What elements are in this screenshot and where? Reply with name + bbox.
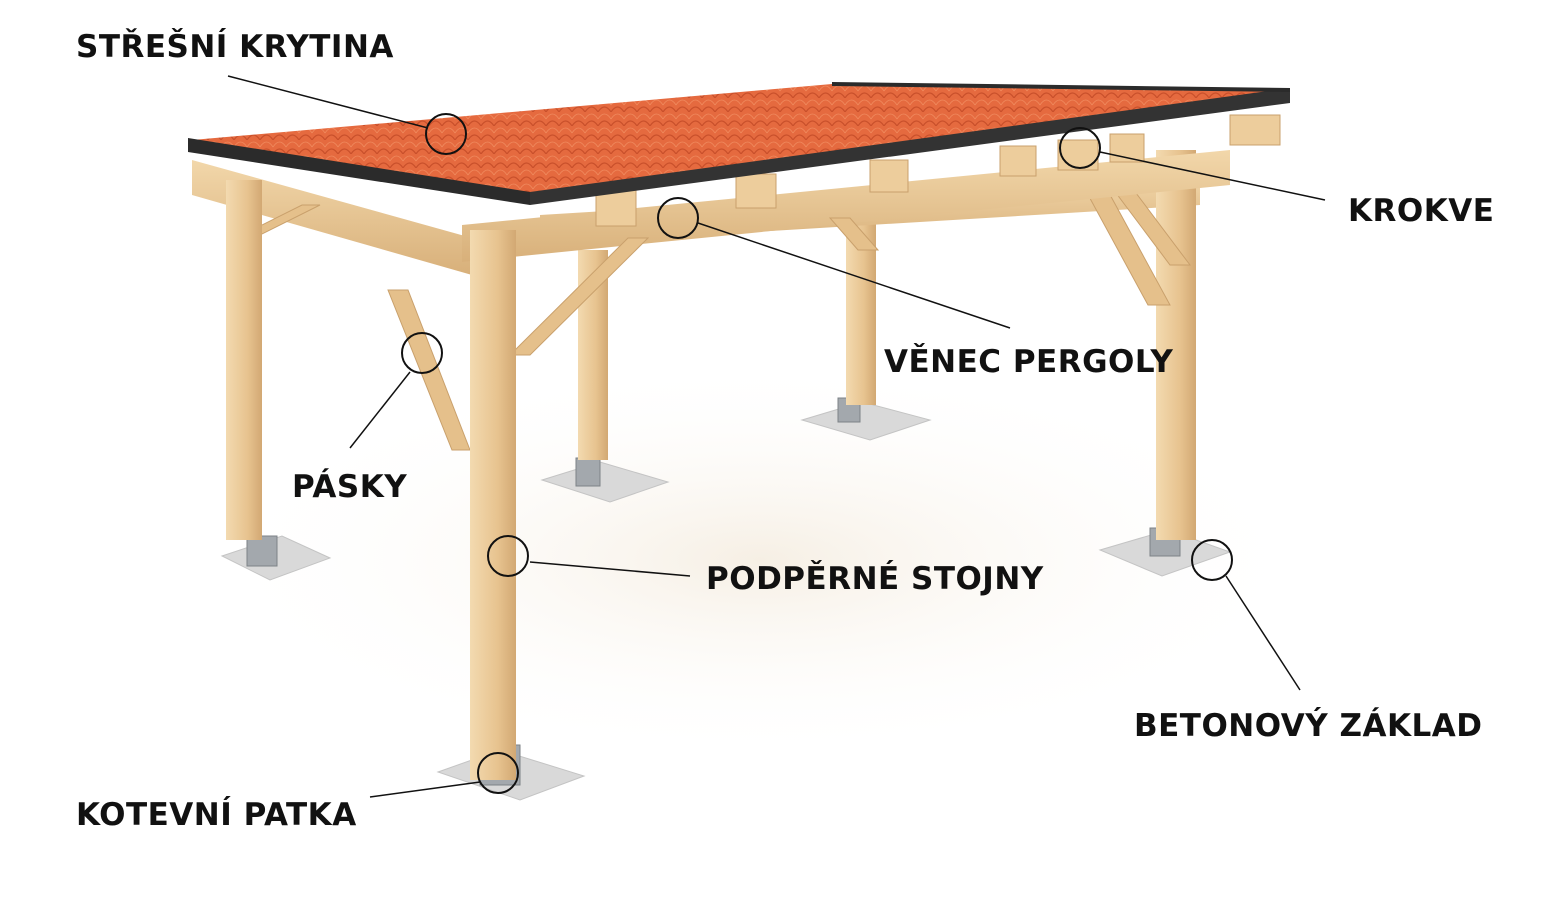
label-ring-beam: VĚNEC PERGOLY bbox=[884, 344, 1174, 380]
foundation-callout-circle bbox=[1191, 539, 1233, 581]
anchor-callout-circle bbox=[477, 752, 519, 794]
label-anchor: KOTEVNÍ PATKA bbox=[76, 797, 357, 833]
label-posts: PODPĚRNÉ STOJNY bbox=[706, 561, 1044, 597]
roofing-callout-circle bbox=[425, 113, 467, 155]
callout-lines bbox=[227, 75, 1326, 798]
label-braces: PÁSKY bbox=[292, 469, 408, 505]
posts-callout-circle bbox=[487, 535, 529, 577]
label-rafters: KROKVE bbox=[1348, 193, 1495, 229]
braces-callout-circle bbox=[401, 332, 443, 374]
front-ring-beam bbox=[462, 150, 1230, 262]
roof bbox=[188, 82, 1290, 205]
callout-circles bbox=[401, 113, 1233, 794]
right-back-post bbox=[1156, 150, 1196, 540]
front-main-post bbox=[470, 230, 516, 780]
label-foundation: BETONOVÝ ZÁKLAD bbox=[1134, 708, 1483, 744]
label-roofing: STŘEŠNÍ KRYTINA bbox=[76, 29, 394, 65]
rafters-callout-circle bbox=[1059, 127, 1101, 169]
front-braces bbox=[508, 217, 880, 356]
ring-beam-callout-circle bbox=[657, 197, 699, 239]
left-front-post bbox=[226, 180, 262, 540]
